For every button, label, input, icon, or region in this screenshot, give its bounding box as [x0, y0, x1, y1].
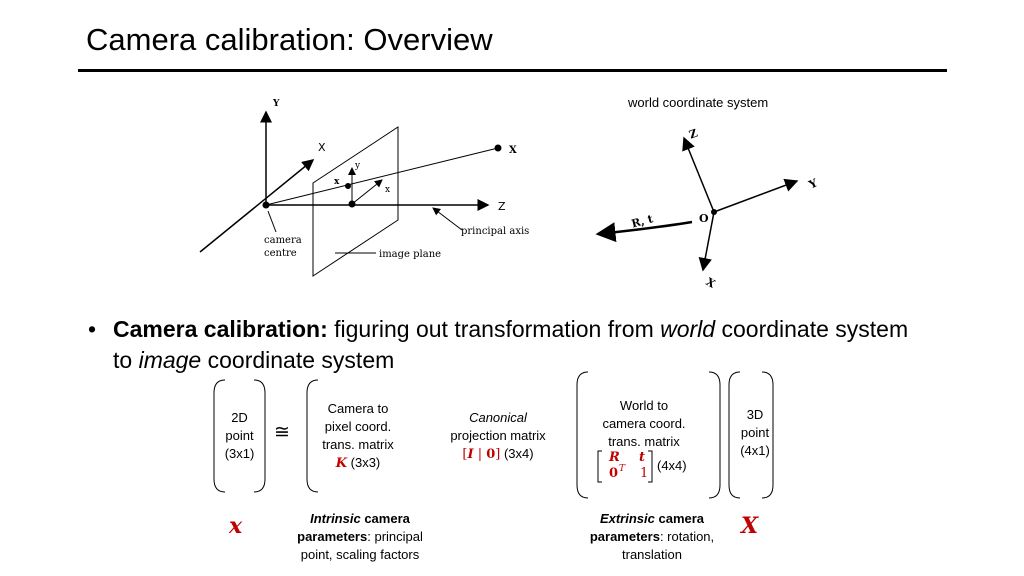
matrix-zero: 0: [609, 466, 619, 481]
intrinsic-label: Intrinsic camera parameters: principal p…: [284, 510, 436, 564]
world-x-axis: [698, 211, 715, 272]
x-axis-line: [199, 159, 315, 253]
matrix-rt-brackets: [597, 450, 653, 483]
x-small-symbol: x: [229, 513, 243, 539]
image-plane-label: image plane: [379, 249, 441, 260]
world-o-label: O: [699, 212, 709, 225]
extrinsic-rest: camera: [654, 511, 705, 526]
bullet-italic-image: image: [138, 347, 202, 373]
world-origin: [711, 209, 717, 215]
image-point-label: x: [334, 177, 340, 187]
canonical-size: (3x4): [500, 446, 534, 461]
canonical-bar: |: [473, 447, 487, 462]
point-2d-line-2: point: [225, 428, 254, 443]
image-point: [345, 183, 351, 189]
matrix-R: R: [609, 450, 620, 465]
image-y-label: y: [354, 161, 361, 171]
title-rule: [78, 69, 947, 72]
bracket-3d-point: [728, 371, 774, 499]
world-y-axis: [713, 178, 799, 213]
x-axis-label: X: [318, 141, 326, 154]
canonical-bracket-open: [: [462, 447, 468, 462]
world-point: [494, 144, 502, 152]
camera-centre-point: [262, 201, 270, 209]
principal-axis-leader: [432, 207, 463, 231]
y-axis-label: Y: [272, 99, 280, 109]
matrix-one: 1: [640, 466, 649, 481]
intrinsic-italic: Intrinsic: [310, 511, 361, 526]
bracket-world-matrix: [576, 371, 721, 499]
principal-point: [348, 200, 356, 208]
canonical-bracket-close: ]: [495, 447, 501, 462]
world-point-label: X: [509, 145, 517, 156]
z-axis-label: Z: [498, 200, 506, 213]
bullet-italic-world: world: [660, 316, 716, 342]
world-matrix-size: (4x4): [657, 458, 687, 473]
camera-centre-leader: [267, 210, 277, 233]
camera-centre-label-1: camera: [264, 235, 302, 246]
canonical-italic: Canonical: [469, 410, 527, 425]
bullet-symbol: •: [88, 316, 97, 342]
canonical-line-2: projection matrix: [450, 428, 546, 443]
extrinsic-label: Extrinsic camera parameters: rotation, t…: [576, 510, 728, 564]
intrinsic-line-2: : principal: [367, 529, 423, 544]
camera-matrix-line-3: trans. matrix: [322, 437, 394, 452]
world-matrix-line-2: camera coord.: [602, 416, 686, 431]
world-z-axis: [682, 136, 715, 213]
k-size: (3x3): [347, 455, 381, 470]
k-symbol: K: [335, 456, 348, 471]
canonical-zero: 0: [486, 447, 496, 462]
principal-axis-label: principal axis: [461, 226, 529, 237]
image-plane: [312, 126, 399, 277]
bullet-text-1: figuring out transformation from: [327, 316, 661, 342]
point-3d-line-3: (4x1): [740, 443, 770, 458]
camera-centre-label-2: centre: [264, 248, 297, 259]
bullet-text-2: coordinate system to: [113, 316, 909, 373]
projection-ray: [265, 147, 499, 206]
canonical-matrix-cell: Canonical projection matrix [I | 0] (3x4…: [430, 409, 566, 464]
point-3d-line-1: 3D: [746, 407, 764, 422]
extrinsic-italic: Extrinsic: [599, 511, 655, 526]
image-x-label: x: [385, 185, 390, 195]
world-matrix-cell: World to camera coord. trans. matrix: [584, 397, 704, 451]
point-2d-cell: 2D point (3x1): [214, 409, 265, 463]
world-matrix-line-3: trans. matrix: [608, 434, 680, 449]
congruent-symbol: ≅: [274, 422, 290, 443]
matrix-T: T: [619, 464, 626, 474]
bracket-2d-point: [213, 379, 266, 493]
intrinsic-parameters: parameters: [297, 529, 368, 544]
page-title: Camera calibration: Overview: [86, 22, 493, 57]
camera-matrix-line-1: Camera to: [327, 401, 389, 416]
point-2d-line-3: (3x1): [224, 446, 255, 461]
world-y-label: Y: [806, 176, 820, 192]
bracket-camera-matrix: [306, 379, 319, 493]
camera-matrix-cell: Camera to pixel coord. trans. matrix K (…: [308, 400, 408, 473]
point-3d-line-2: point: [740, 425, 770, 440]
bullet-text-3: coordinate system: [201, 347, 395, 373]
world-matrix-line-1: World to: [619, 398, 669, 413]
bullet-bold: Camera calibration:: [113, 316, 328, 342]
image-x-axis: [351, 179, 383, 205]
point-3d-cell: 3D point (4x1): [730, 406, 780, 460]
extrinsic-parameters: parameters: [589, 529, 660, 544]
x-big-symbol: X: [741, 513, 759, 539]
rt-arrow: [595, 220, 693, 243]
camera-matrix-line-2: pixel coord.: [324, 419, 392, 434]
matrix-t: t: [639, 450, 646, 465]
extrinsic-line-3: translation: [622, 547, 682, 562]
intrinsic-rest: camera: [360, 511, 410, 526]
extrinsic-line-2: : rotation,: [659, 529, 715, 544]
canonical-I: I: [467, 447, 474, 462]
world-coord-label: world coordinate system: [627, 95, 768, 110]
intrinsic-line-3: point, scaling factors: [300, 547, 420, 562]
world-x-label: X: [704, 275, 718, 291]
point-2d-line-1: 2D: [231, 410, 248, 425]
world-z-label: Z: [687, 127, 699, 142]
rt-label: R, t: [630, 212, 655, 230]
